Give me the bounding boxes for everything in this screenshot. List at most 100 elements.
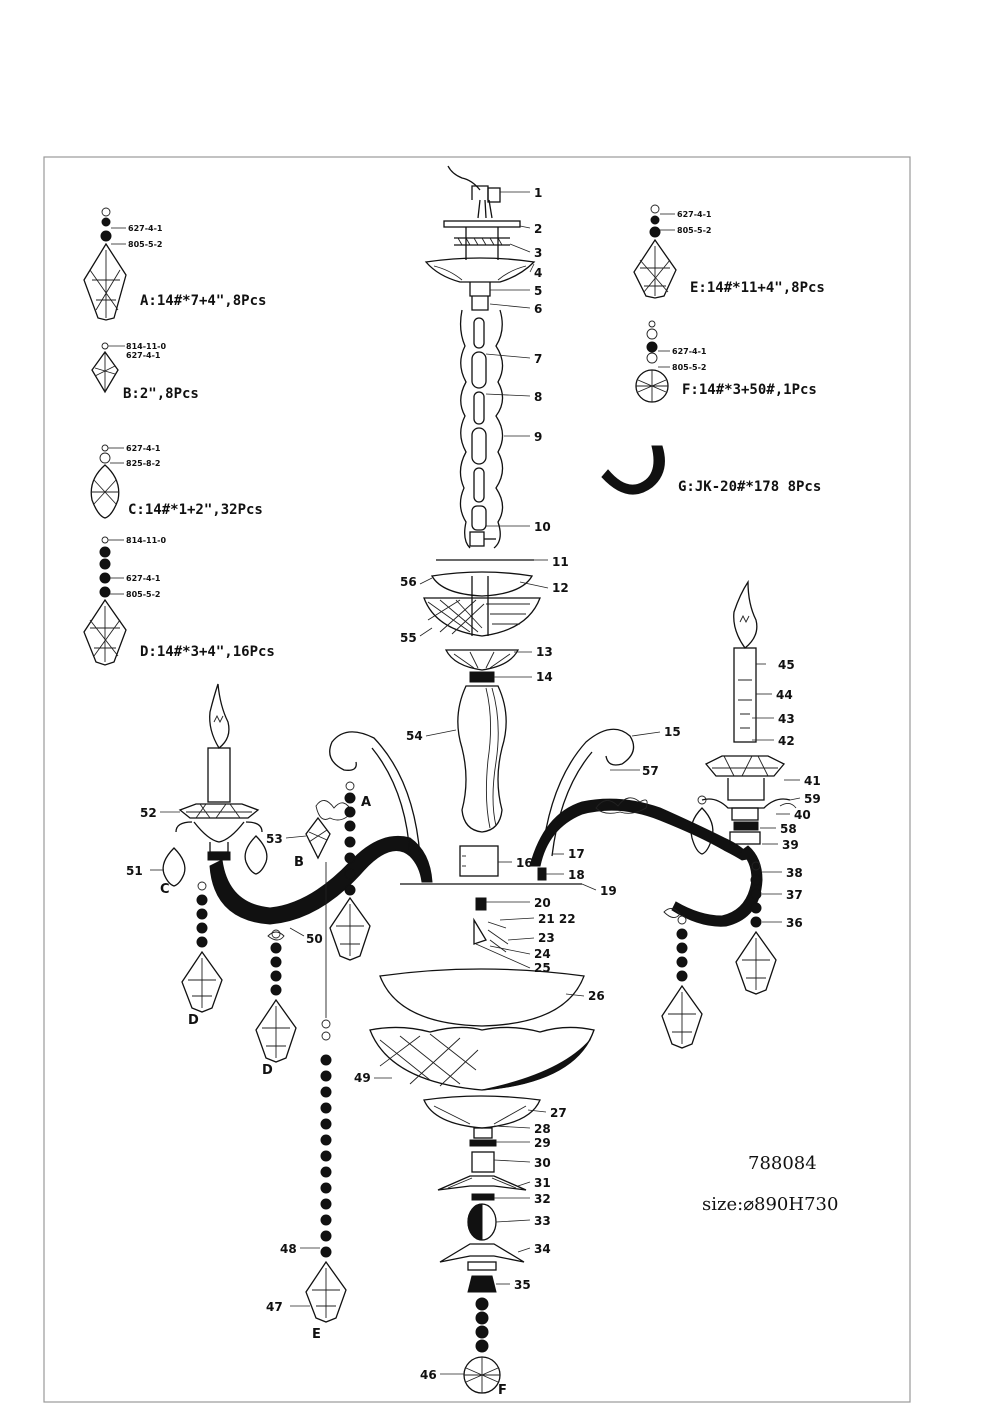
part-label-40: 40	[794, 808, 811, 822]
part-label-35: 35	[514, 1278, 531, 1292]
part-label-5: 5	[534, 284, 542, 298]
spec-e-code-2: 805-5-2	[677, 226, 711, 235]
part-label-31: 31	[534, 1176, 551, 1190]
part-label-37: 37	[786, 888, 803, 902]
part-label-14: 14	[536, 670, 553, 684]
spec-c-code-1: 627-4-1	[126, 444, 161, 453]
crystal-spec-a: 627-4-1 805-5-2 A:14#*7+4",8Pcs	[83, 207, 266, 321]
leader-lines	[150, 191, 801, 1375]
part-label-45: 45	[778, 658, 795, 672]
spec-g-text: G:JK-20#*178 8Pcs	[678, 479, 821, 495]
ceiling-mount-assembly	[443, 165, 521, 260]
spec-d-code-2: 627-4-1	[126, 574, 161, 583]
crystal-spec-d: 814-11-0 627-4-1 805-5-2 D:14#*3+4",16Pc…	[83, 536, 275, 666]
part-label-11: 11	[552, 555, 569, 569]
overall-size: size:⌀890H730	[702, 1194, 838, 1215]
part-label-30: 30	[534, 1156, 551, 1170]
part-label-59: 59	[804, 792, 821, 806]
part-label-44: 44	[776, 688, 793, 702]
spec-f-code-1: 627-4-1	[672, 347, 707, 356]
pendant-letter-d-1: D	[188, 1013, 199, 1028]
model-number: 788084	[748, 1153, 817, 1174]
part-label-21-22: 21 22	[538, 912, 576, 926]
part-label-55: 55	[400, 631, 417, 645]
part-label-26: 26	[588, 989, 605, 1003]
part-label-52: 52	[140, 806, 157, 820]
part-label-39: 39	[782, 838, 799, 852]
part-label-19: 19	[600, 884, 617, 898]
part-label-23: 23	[538, 931, 555, 945]
chain-and-sleeve	[459, 309, 504, 549]
part-label-13: 13	[536, 645, 553, 659]
part-label-7: 7	[534, 352, 542, 366]
part-label-41: 41	[804, 774, 821, 788]
part-label-29: 29	[534, 1136, 551, 1150]
part-label-34: 34	[534, 1242, 551, 1256]
part-label-12: 12	[552, 581, 569, 595]
part-label-27: 27	[550, 1106, 567, 1120]
drawing-frame	[43, 156, 911, 1403]
crystal-spec-f: 627-4-1 805-5-2 F:14#*3+50#,1Pcs	[635, 320, 817, 403]
canopy	[424, 257, 536, 311]
spec-c-text: C:14#*1+2",32Pcs	[128, 502, 263, 518]
spec-a-code-2: 805-5-2	[128, 240, 162, 249]
part-label-32: 32	[534, 1192, 551, 1206]
spec-d-text: D:14#*3+4",16Pcs	[140, 644, 275, 660]
spec-b-code-2: 627-4-1	[126, 351, 161, 360]
pendant-letter-b: B	[294, 855, 304, 870]
part-label-47: 47	[266, 1300, 283, 1314]
upper-body-column	[400, 559, 582, 885]
part-label-15: 15	[664, 725, 681, 739]
crystal-spec-b: 814-11-0 627-4-1 B:2",8Pcs	[91, 342, 199, 402]
part-label-50: 50	[306, 932, 323, 946]
part-label-53: 53	[266, 832, 283, 846]
part-label-57: 57	[642, 764, 659, 778]
part-label-10: 10	[534, 520, 551, 534]
part-label-51: 51	[126, 864, 143, 878]
left-arm	[175, 683, 433, 941]
part-label-4: 4	[534, 266, 542, 280]
part-label-25: 25	[534, 961, 551, 975]
part-label-36: 36	[786, 916, 803, 930]
pendant-letter-d-2: D	[262, 1063, 273, 1078]
part-label-3: 3	[534, 246, 542, 260]
part-label-48: 48	[280, 1242, 297, 1256]
pendant-strings-right	[661, 795, 777, 1049]
part-label-46: 46	[420, 1368, 437, 1382]
pendant-letter-c: C	[160, 882, 170, 897]
crystal-spec-c: 627-4-1 825-8-2 C:14#*1+2",32Pcs	[90, 444, 263, 519]
spec-a-code-1: 627-4-1	[128, 224, 163, 233]
part-label-2: 2	[534, 222, 542, 236]
spec-d-code-3: 805-5-2	[126, 590, 160, 599]
spec-a-text: A:14#*7+4",8Pcs	[140, 293, 266, 309]
part-label-24: 24	[534, 947, 551, 961]
pendant-letter-f: F	[498, 1383, 507, 1398]
crystal-spec-e: 627-4-1 805-5-2 E:14#*11+4",8Pcs	[633, 204, 825, 299]
part-number-labels: 1 2 3 4 5 6 7 8 9 10 11 12 13 14 15 16 1…	[126, 186, 821, 1382]
part-label-28: 28	[534, 1122, 551, 1136]
part-label-1: 1	[534, 186, 542, 200]
part-label-8: 8	[534, 390, 542, 404]
part-label-54: 54	[406, 729, 423, 743]
part-label-58: 58	[780, 822, 797, 836]
pendant-letter-a: A	[361, 795, 371, 810]
part-label-49: 49	[354, 1071, 371, 1085]
arm-spec-g: G:JK-20#*178 8Pcs	[601, 445, 821, 495]
spec-b-code-1: 814-11-0	[126, 342, 166, 351]
spec-c-code-2: 825-8-2	[126, 459, 160, 468]
spec-e-code-1: 627-4-1	[677, 210, 712, 219]
spec-d-code-1: 814-11-0	[126, 536, 166, 545]
lower-bowl-assembly	[369, 968, 595, 1394]
part-label-42: 42	[778, 734, 795, 748]
pendant-letter-e: E	[312, 1327, 321, 1342]
part-label-18: 18	[568, 868, 585, 882]
spec-b-text: B:2",8Pcs	[123, 386, 199, 402]
part-label-38: 38	[786, 866, 803, 880]
part-label-6: 6	[534, 302, 542, 316]
part-label-20: 20	[534, 896, 551, 910]
part-label-43: 43	[778, 712, 795, 726]
part-label-33: 33	[534, 1214, 551, 1228]
spec-e-text: E:14#*11+4",8Pcs	[690, 280, 825, 296]
